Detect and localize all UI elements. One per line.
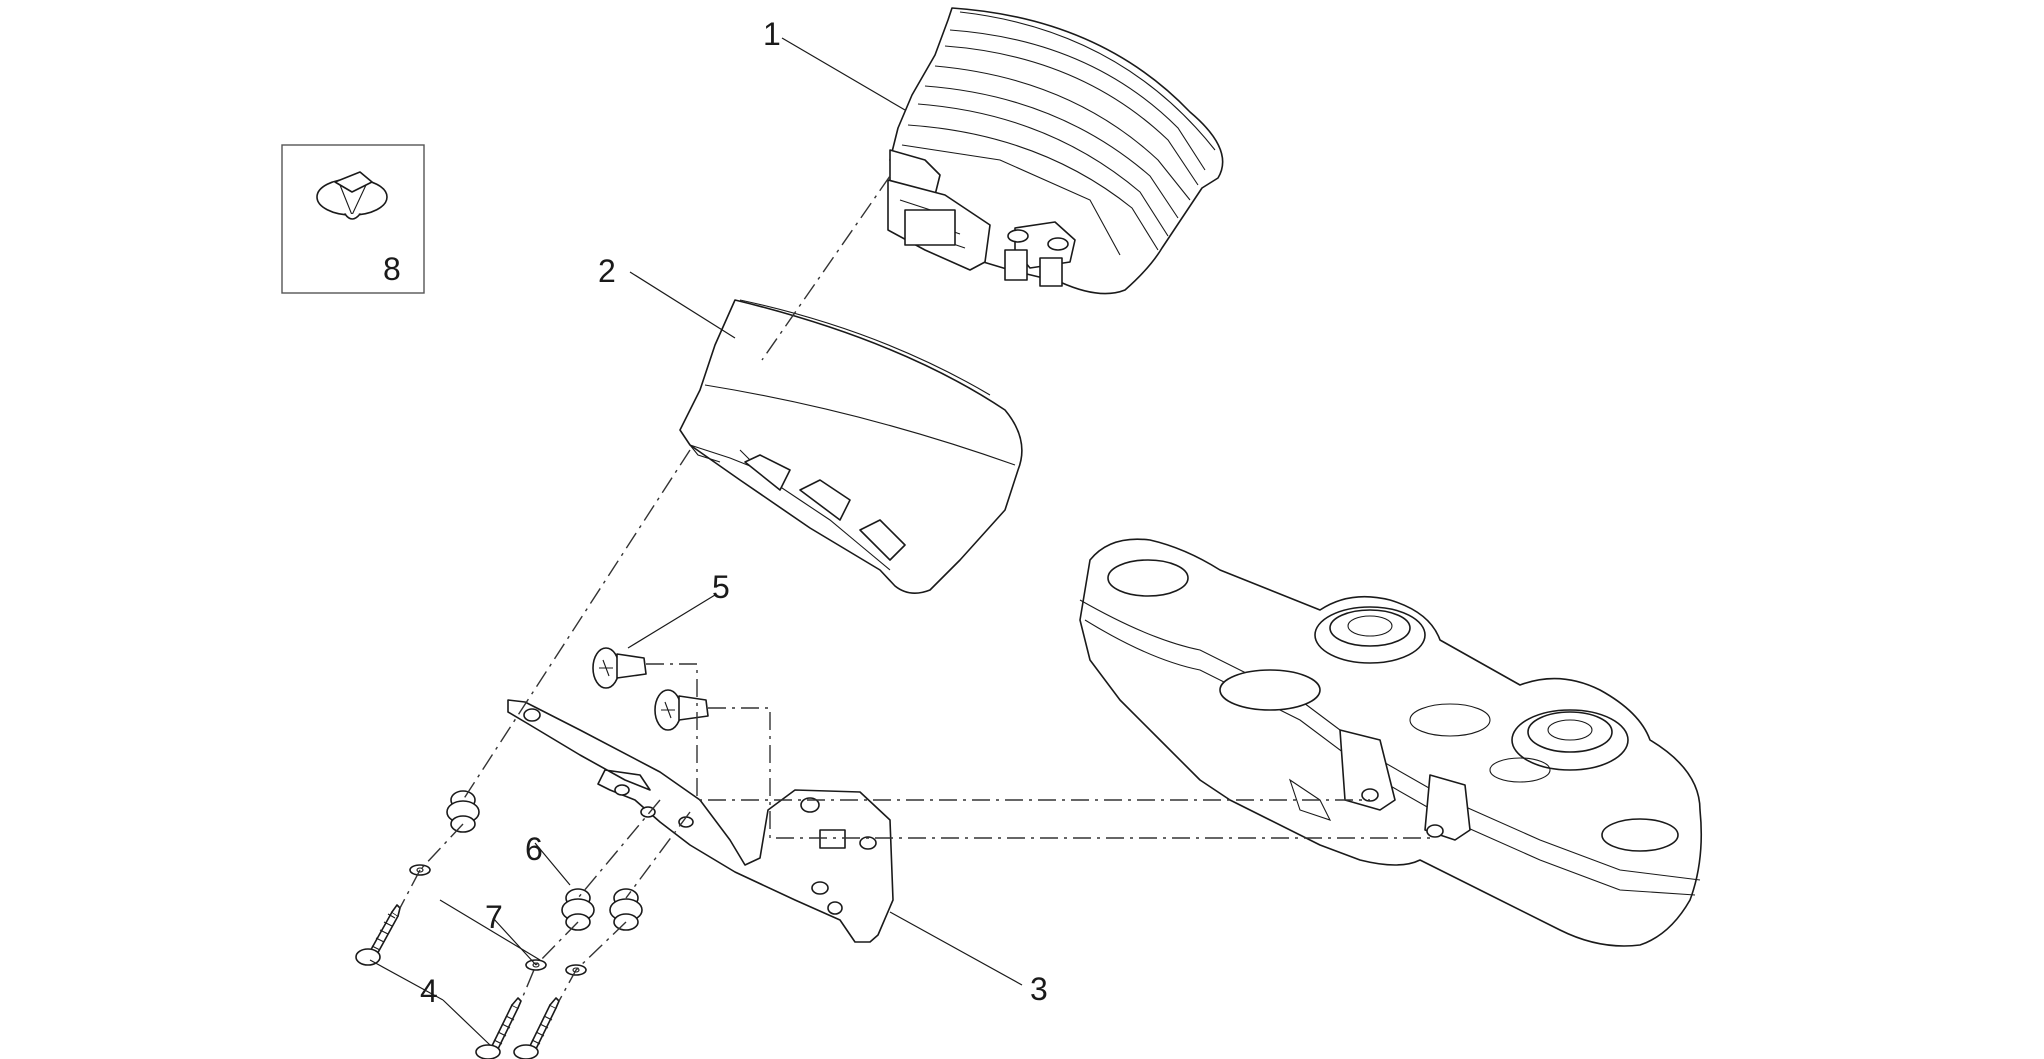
callout-3: 3 (1030, 971, 1048, 1007)
cover-part-2 (679, 299, 1023, 594)
grommet-part-6 (446, 790, 643, 931)
clip-icon (316, 171, 388, 220)
screw-part-5 (592, 647, 709, 731)
callout-7: 7 (485, 899, 503, 935)
callout-2: 2 (598, 253, 616, 289)
inset-box-part-8 (281, 144, 425, 294)
screw-part-4 (355, 904, 560, 1059)
callout-4: 4 (420, 973, 438, 1009)
instrument-cluster-part-1 (887, 7, 1224, 295)
callout-6: 6 (525, 831, 543, 867)
callout-8: 8 (383, 251, 401, 287)
callout-5: 5 (712, 569, 730, 605)
bracket-part-3 (507, 699, 894, 943)
leader-lines (369, 37, 1023, 1046)
triple-clamp (1079, 538, 1703, 947)
assembly-centerlines (399, 175, 1435, 1002)
callout-1: 1 (763, 16, 781, 52)
